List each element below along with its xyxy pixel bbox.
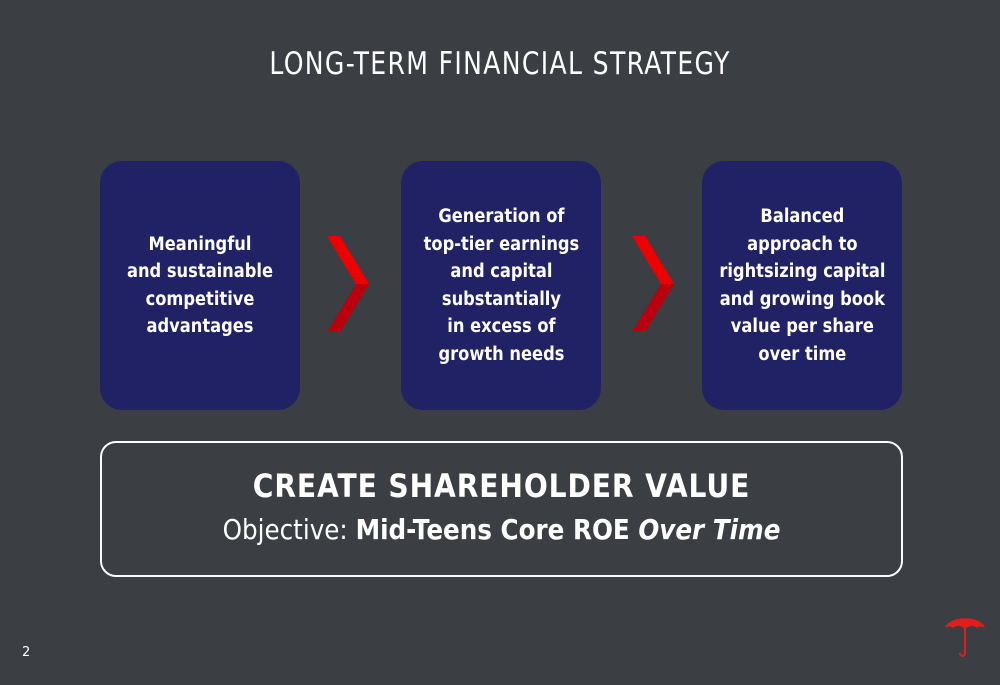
- objective-label: Objective:: [222, 513, 356, 546]
- step-card-3: Balanced approach to rightsizing capital…: [702, 161, 902, 410]
- step-text-2: Generation of top-tier earnings and capi…: [423, 206, 579, 365]
- step-card-1: Meaningful and sustainable competitive a…: [100, 161, 300, 410]
- page-number: 2: [22, 645, 31, 660]
- umbrella-logo-icon: [945, 618, 985, 657]
- objective-heading: CREATE SHAREHOLDER VALUE: [252, 467, 751, 505]
- objective-qualifier: Over Time: [638, 513, 781, 546]
- step-text-3: Balanced approach to rightsizing capital…: [718, 206, 886, 365]
- objective-box: CREATE SHAREHOLDER VALUE Objective: Mid-…: [100, 441, 903, 577]
- chevron-right-icon: [327, 236, 369, 332]
- objective-target: Mid-Teens Core ROE: [355, 513, 639, 546]
- step-text-1: Meaningful and sustainable competitive a…: [126, 233, 274, 338]
- slide-title: LONG-TERM FINANCIAL STRATEGY: [269, 46, 731, 82]
- objective-line: Objective: Mid-Teens Core ROE Over Time: [150, 513, 853, 546]
- chevron-right-icon: [632, 236, 674, 332]
- step-card-2: Generation of top-tier earnings and capi…: [401, 161, 601, 410]
